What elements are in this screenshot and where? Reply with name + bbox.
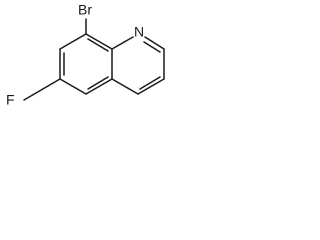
- bond-c8a-c8: [85, 33, 113, 50]
- bromine-label: Br: [78, 2, 92, 18]
- bond-c6-f: [23, 78, 61, 101]
- nitrogen-label: N: [134, 24, 144, 40]
- bond-n1-c2-inner: [143, 41, 161, 53]
- bond-c4-c4a: [111, 78, 139, 95]
- bond-n1-c2: [144, 36, 165, 50]
- structure-canvas: Br N F: [0, 0, 184, 138]
- bond-c8a-n1: [111, 36, 134, 50]
- bond-c3-c4-inner: [139, 76, 161, 90]
- quinoline-structure: Br N F: [6, 2, 165, 108]
- bond-c8a-c8-inner: [87, 38, 109, 52]
- bond-c5-c4a: [85, 78, 113, 95]
- fluorine-label: F: [6, 92, 15, 108]
- bond-c6-c5: [59, 78, 87, 95]
- bond-c3-c4: [137, 78, 165, 95]
- bond-c8-c7: [59, 33, 87, 50]
- bond-c5-c4a-inner: [87, 76, 109, 90]
